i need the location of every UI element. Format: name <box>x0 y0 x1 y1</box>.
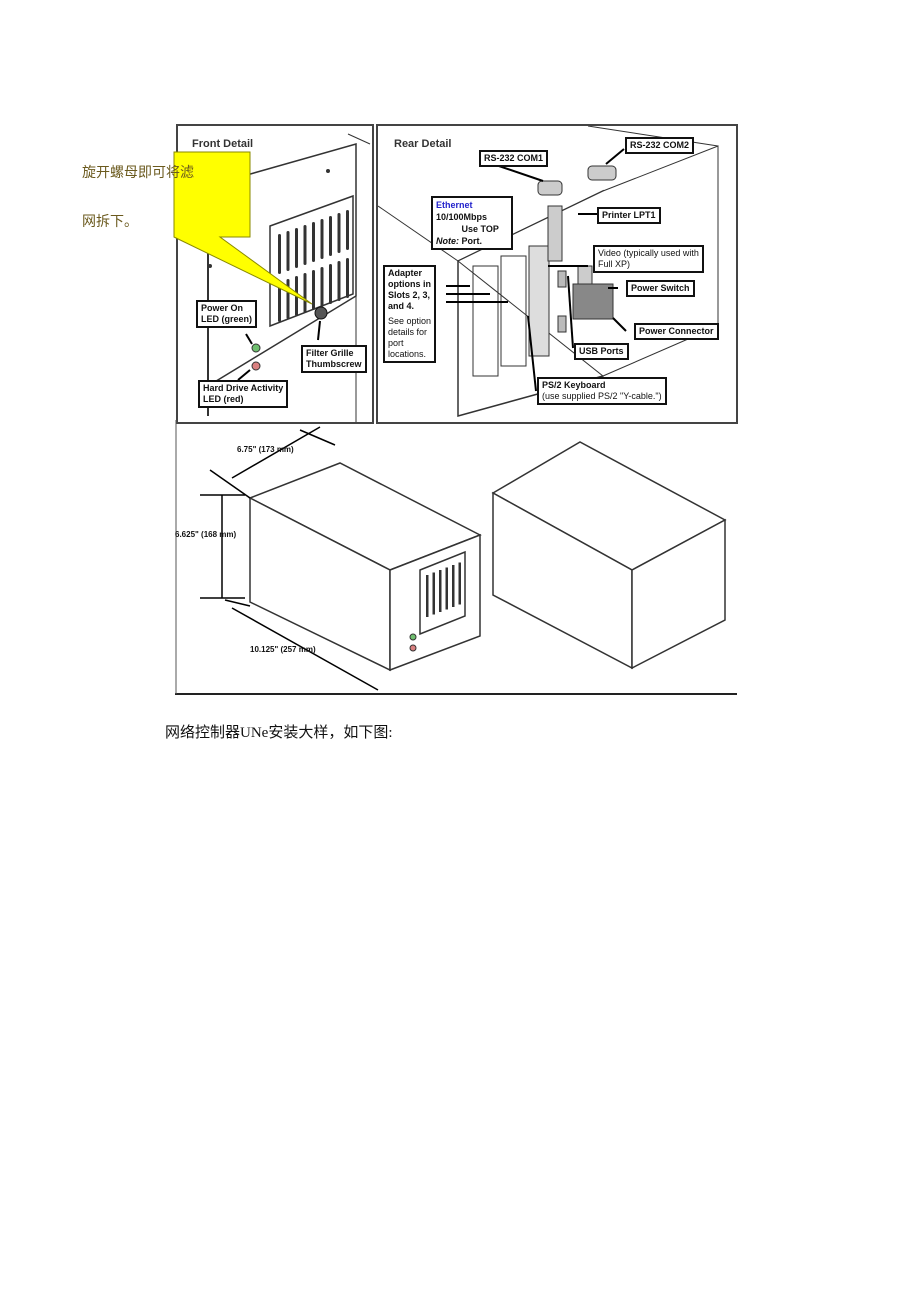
vent-slot <box>426 575 429 617</box>
label-line: PS/2 Keyboard <box>542 380 606 390</box>
rear-detail-panel: Rear Detail RS-232 COM1 RS-232 COM2 Ethe… <box>376 124 738 424</box>
note-line-1: 旋开螺母即可将滤 <box>82 165 194 181</box>
label-line: Adapter <box>388 268 423 278</box>
width-dimension: 6.75" (173 mm) <box>237 445 294 454</box>
com1-label: RS-232 COM1 <box>479 150 549 167</box>
grille-slot <box>312 222 315 262</box>
usb-ports-label: USB Ports <box>574 343 629 360</box>
label-line: LED (red) <box>203 394 244 404</box>
ethernet-label: Ethernet 10/100Mbps Note: Use TOP Port. <box>431 196 513 250</box>
figure-caption: 网络控制器UNe安装大样，如下图: <box>165 725 393 741</box>
grille-slot <box>320 267 324 307</box>
label-line: port <box>388 338 404 348</box>
front-detail-title: Front Detail <box>192 138 254 150</box>
label-line: Filter Grille <box>306 348 354 358</box>
note-label: Note: <box>436 236 459 246</box>
grille-slot <box>346 258 349 298</box>
depth-dimension: 10.125" (257 mm) <box>250 645 316 654</box>
label-line: LED (green) <box>201 314 253 324</box>
label-line: See option <box>388 316 432 326</box>
label-line: Full XP) <box>598 259 631 269</box>
lpt1-label: Printer LPT1 <box>597 207 661 224</box>
ps2-keyboard-label: PS/2 Keyboard(use supplied PS/2 "Y-cable… <box>537 377 667 405</box>
dimension-drawing <box>175 420 737 695</box>
grille-slot <box>312 270 315 310</box>
grille-slot <box>320 219 324 259</box>
vent-slot <box>432 572 435 615</box>
power-switch-label: Power Switch <box>626 280 695 297</box>
note-text: Use TOP Port. <box>461 224 499 246</box>
grille-slot <box>329 264 332 304</box>
height-dimension: 6.625" (168 mm) <box>175 530 237 539</box>
grille-slot <box>346 210 349 250</box>
com2-label: RS-232 COM2 <box>625 137 695 154</box>
vent-slot <box>452 565 455 607</box>
ethernet-speed: 10/100Mbps <box>436 212 488 222</box>
label-line: details for <box>388 327 428 337</box>
ethernet-title: Ethernet <box>436 200 473 210</box>
label-line: Hard Drive Activity <box>203 383 284 393</box>
grille-slot <box>329 216 332 256</box>
label-line: Power On <box>201 303 244 313</box>
label-line: locations. <box>388 349 427 359</box>
vent-slot <box>445 567 448 610</box>
vent-slot <box>458 562 461 605</box>
grille-slot <box>337 213 341 253</box>
label-line: (use supplied PS/2 "Y-cable.") <box>542 391 662 401</box>
note-line-2: 网拆下。 <box>82 214 138 230</box>
label-line: Slots 2, 3, <box>388 290 431 300</box>
label-line: Video (typically used with <box>598 248 699 258</box>
label-line: and 4. <box>388 301 415 311</box>
vent-slot <box>439 570 442 612</box>
label-line: Thumbscrew <box>306 359 362 369</box>
label-line: options in <box>388 279 431 289</box>
power-connector-label: Power Connector <box>634 323 719 340</box>
grille-slot <box>337 261 341 301</box>
rear-detail-title: Rear Detail <box>394 138 452 150</box>
